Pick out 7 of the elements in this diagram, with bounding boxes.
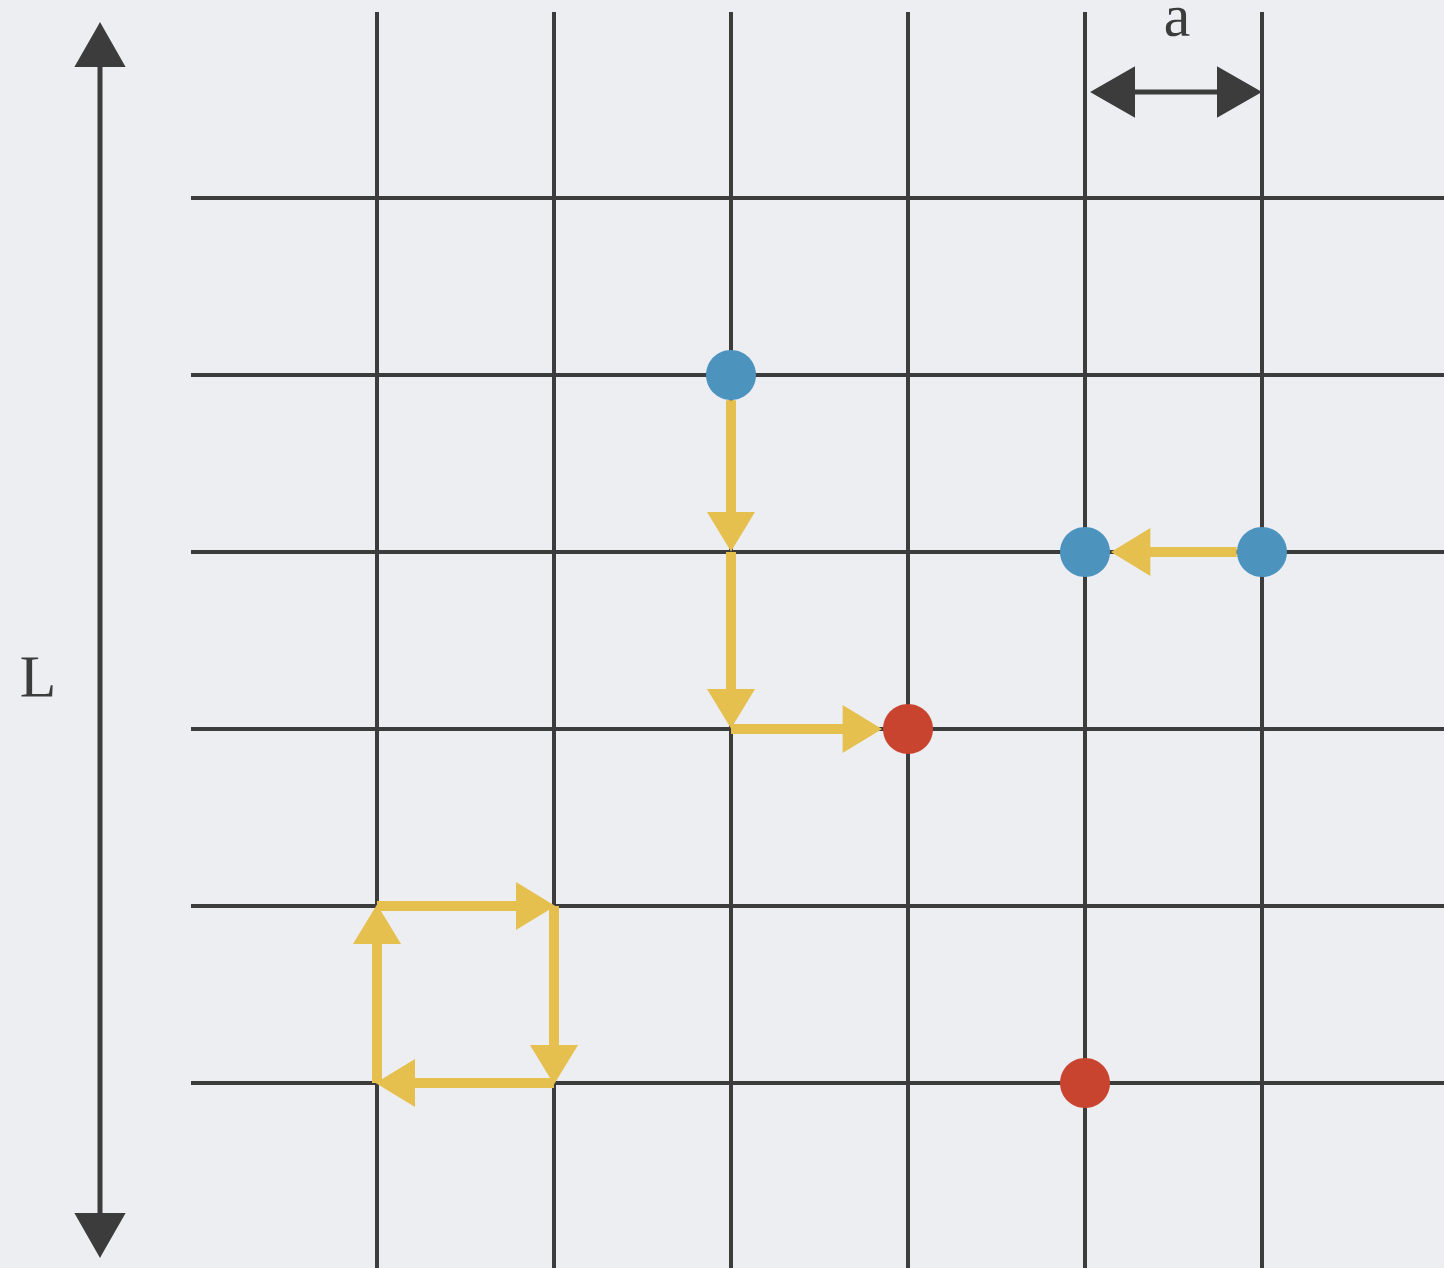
dimension-label: L (21, 657, 53, 697)
dimension-label: a (1165, 7, 1190, 37)
lattice-site (1060, 527, 1110, 577)
lattice-site (883, 704, 933, 754)
lattice-site (706, 350, 756, 400)
lattice-site (1060, 1058, 1110, 1108)
lattice-site (1237, 527, 1287, 577)
